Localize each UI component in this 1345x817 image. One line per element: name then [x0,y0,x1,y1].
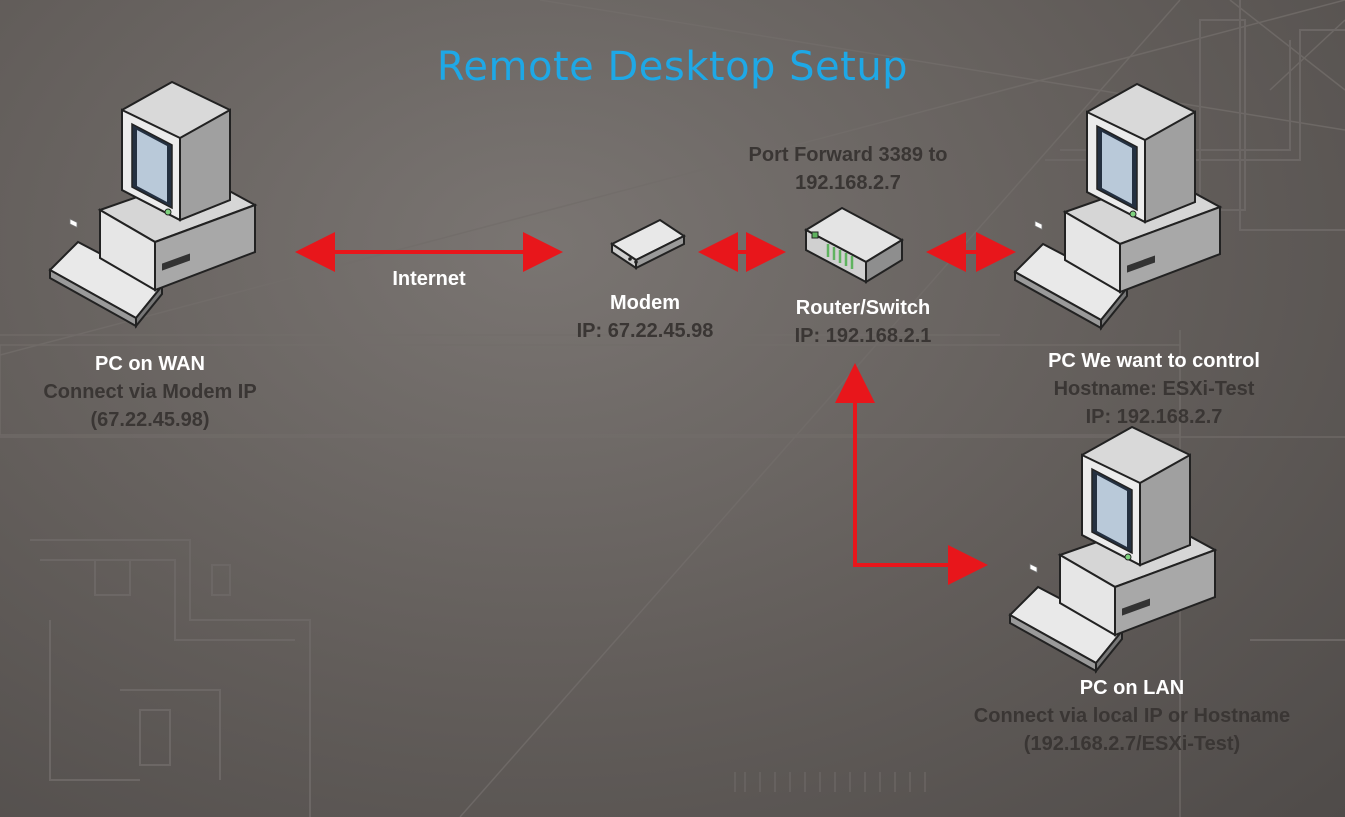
pc-target-name: PC We want to control [1048,350,1260,372]
pc-lan-icon [1009,426,1216,672]
pc-target-icon [1014,83,1221,329]
port-forward-line1: Port Forward 3389 to [748,144,948,166]
pc-wan-line2: (67.22.45.98) [90,409,210,431]
modem-ip: IP: 67.22.45.98 [576,320,714,342]
pc-lan-line2: (192.168.2.7/ESXi-Test) [1023,733,1241,755]
diagram-title: Remote Desktop Setup [436,44,909,90]
pc-target-label: PC We want to control Hostname: ESXi-Tes… [1004,347,1304,431]
router-lan-link-arrow [835,363,988,585]
router-ip: IP: 192.168.2.1 [794,325,932,347]
modem-label: Modem IP: 67.22.45.98 [545,289,745,345]
router-label: Router/Switch IP: 192.168.2.1 [763,294,963,350]
port-forward-line2: 192.168.2.7 [795,172,901,194]
pc-lan-label: PC on LAN Connect via local IP or Hostna… [962,674,1302,758]
port-forward-note: Port Forward 3389 to 192.168.2.7 [698,141,998,197]
pc-wan-icon [49,81,256,327]
pc-wan-name: PC on WAN [95,353,205,375]
router-name: Router/Switch [795,297,931,319]
pc-target-ip: IP: 192.168.2.7 [1085,406,1223,428]
modem-name: Modem [610,292,680,314]
internet-label: Internet [392,268,466,290]
pc-lan-line1: Connect via local IP or Hostname [973,705,1291,727]
pc-lan-name: PC on LAN [1079,677,1185,699]
modem-icon [610,218,686,270]
internet-link-label: Internet [329,265,529,293]
pc-wan-line1: Connect via Modem IP [43,381,257,403]
router-icon [803,206,905,284]
pc-wan-label: PC on WAN Connect via Modem IP (67.22.45… [0,350,300,434]
pc-target-hostname: Hostname: ESXi-Test [1053,378,1255,400]
